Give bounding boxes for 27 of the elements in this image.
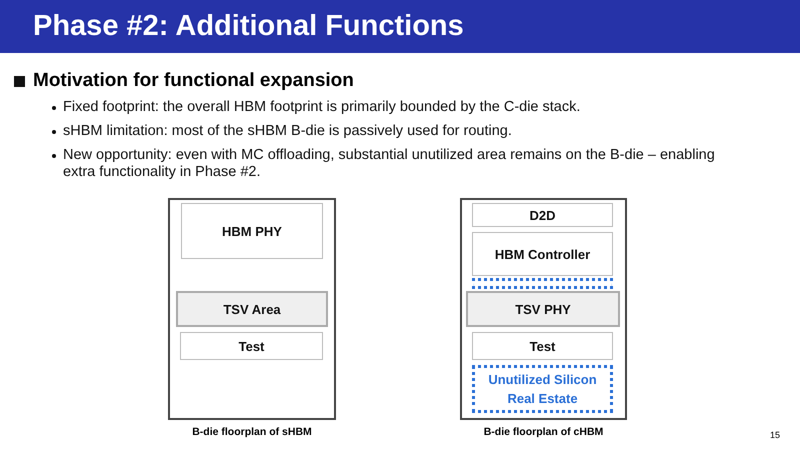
figure-caption: B-die floorplan of sHBM: [191, 426, 313, 438]
block-label: D2D: [529, 208, 556, 222]
dotted-region-box: [472, 278, 613, 289]
block-label: TSV PHY: [515, 302, 571, 316]
block-label: HBM PHY: [222, 224, 282, 238]
section-heading: Motivation for functional expansion: [33, 70, 354, 92]
block-box: [466, 291, 620, 327]
slide-title: Phase #2: Additional Functions: [33, 10, 464, 43]
block-label: HBM Controller: [494, 246, 590, 262]
die-outline: [168, 198, 336, 420]
block-box: [176, 291, 328, 327]
bullet-text: New opportunity: even with MC offloading, substantial unutilized area remains on the B-die – enabling extra functionality in Phase #2.: [63, 147, 716, 181]
bullet-text: sHBM limitation: most of the sHBM B-die is passively used for routing.: [63, 123, 513, 140]
block-box: [181, 203, 323, 259]
block-box: [472, 203, 613, 227]
block-label: TSV Area: [223, 302, 281, 316]
block-box: [472, 232, 613, 276]
block-box: [472, 332, 613, 360]
bullet-text: Fixed footprint: the overall HBM footprint is primarily bounded by the C-die stack.: [63, 99, 582, 116]
die-outline: [460, 198, 627, 420]
block-box: [180, 332, 323, 360]
dotted-region-box: [472, 365, 613, 413]
page-number: 15: [770, 430, 780, 440]
figure-caption: B-die floorplan of cHBM: [482, 426, 604, 438]
block-label: Test: [530, 338, 556, 354]
block-label: Unutilized Silicon Real Estate: [487, 371, 598, 408]
block-label: Test: [238, 338, 264, 354]
